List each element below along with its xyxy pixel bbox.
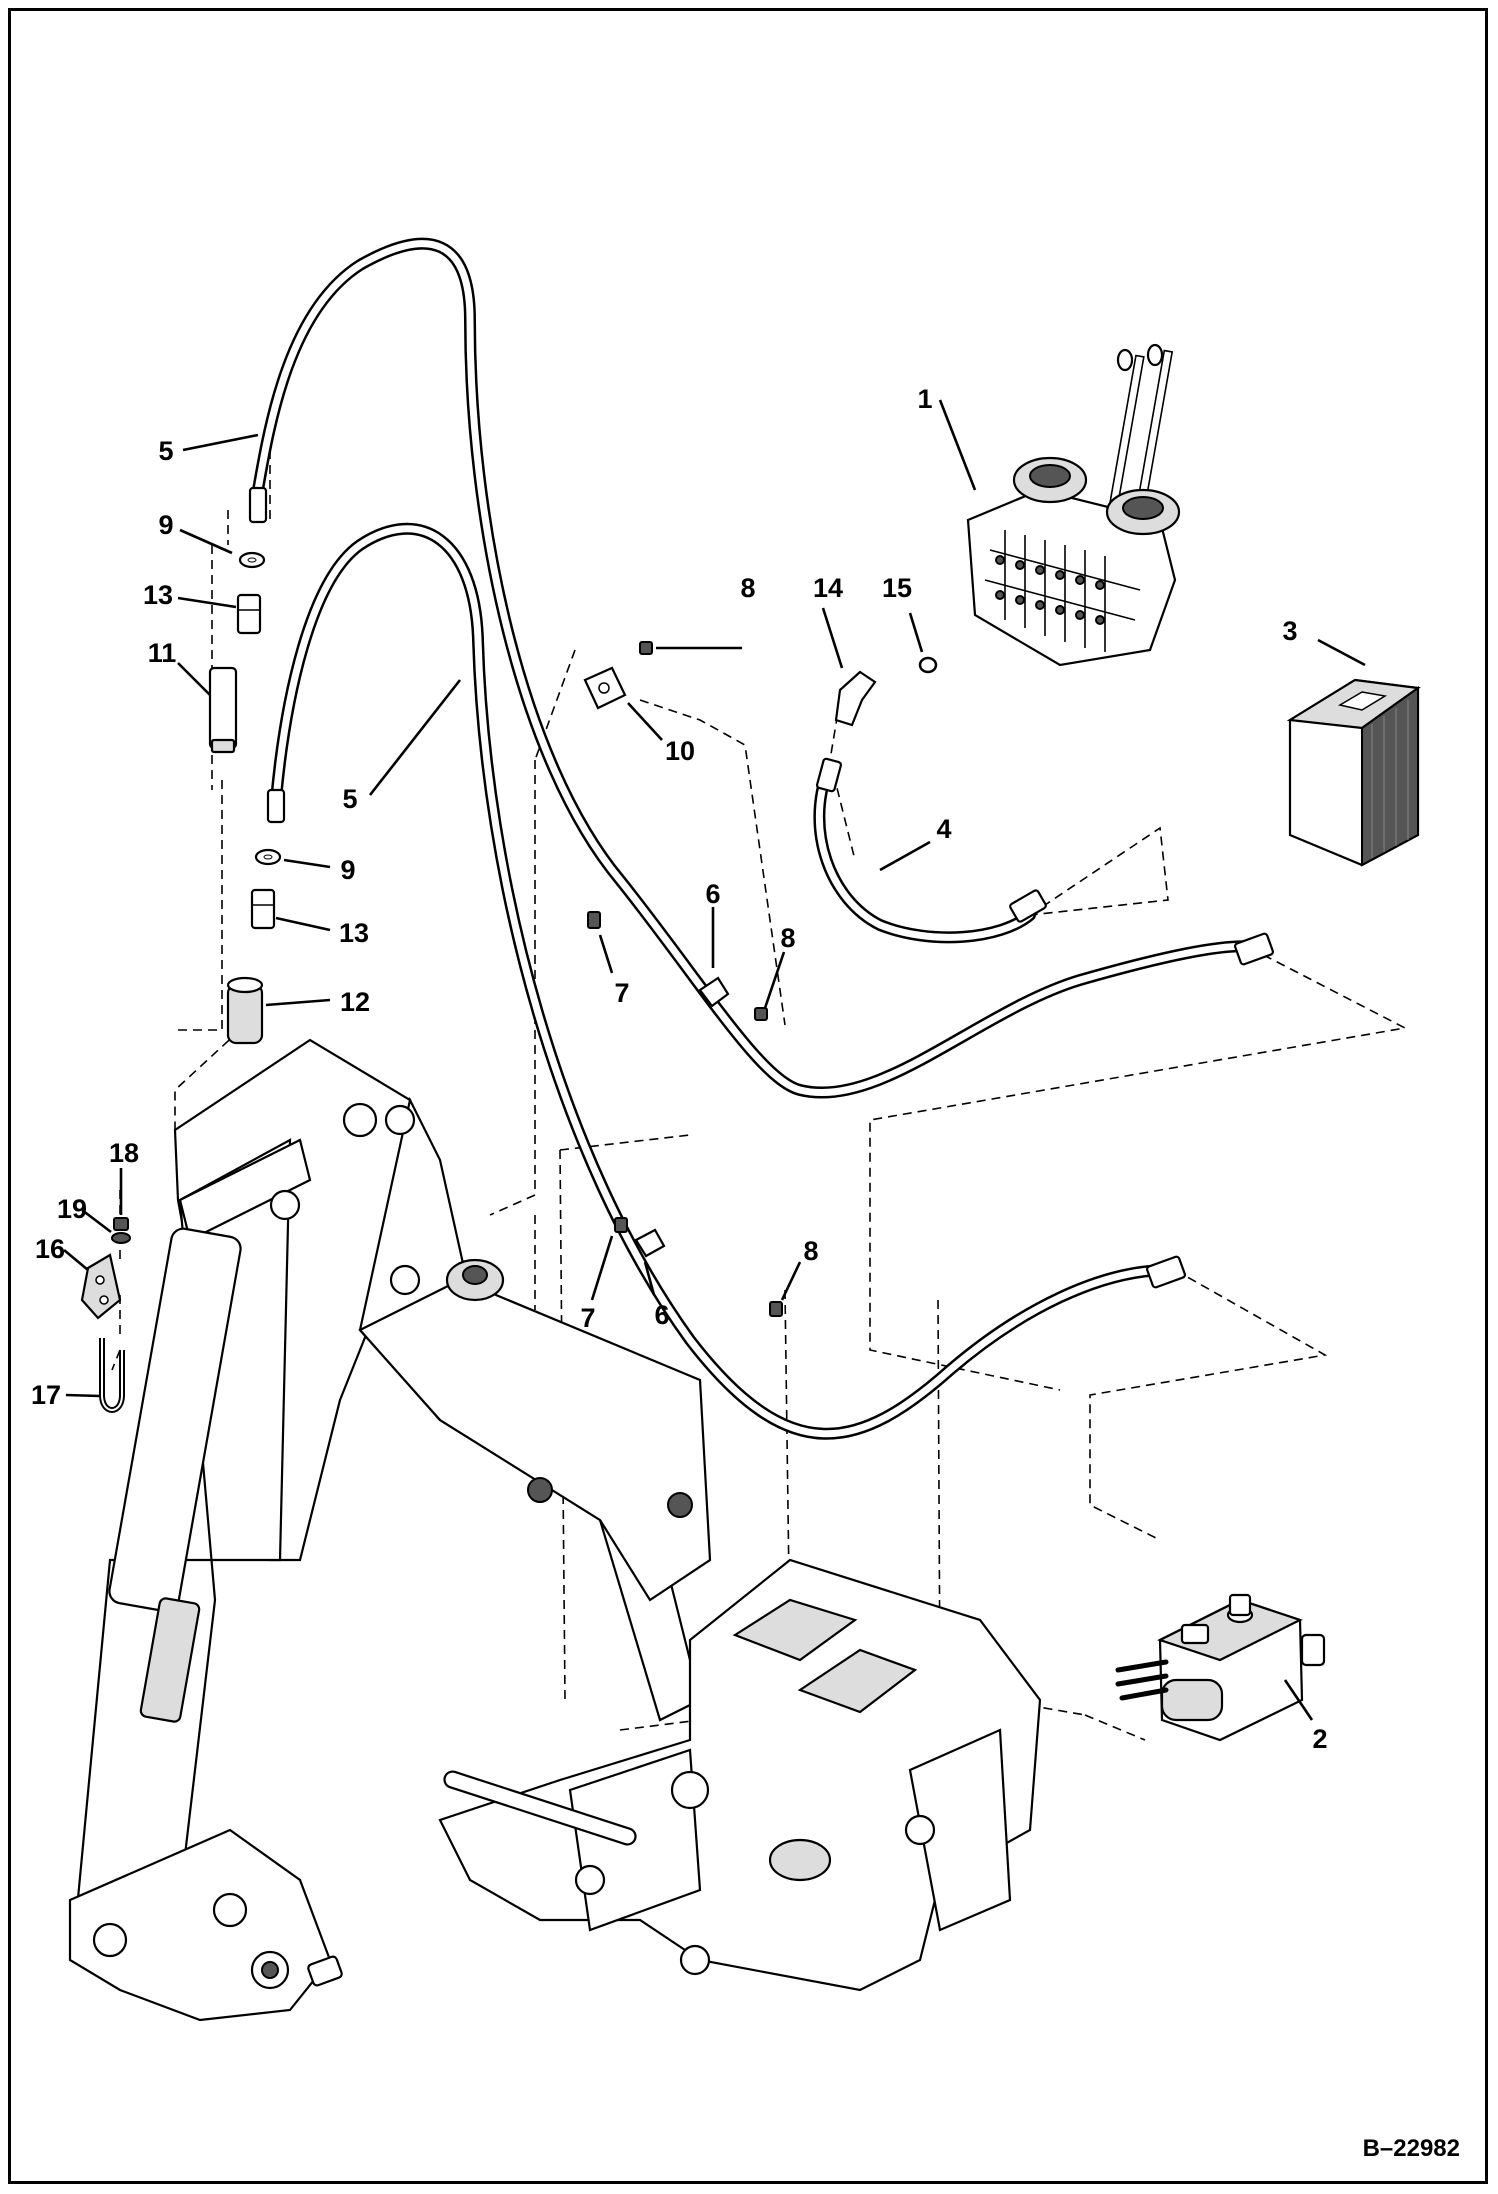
callout-3: 3 [1282, 616, 1297, 646]
bolt-7-upper [587, 911, 601, 929]
callout-5-upper: 5 [158, 436, 173, 466]
figure-reference-code: B–22982 [1363, 2135, 1460, 2162]
callout-2: 2 [1312, 1724, 1327, 1754]
callout-19: 19 [57, 1194, 87, 1224]
boom-assembly [73, 1038, 712, 1962]
callout-9-lower: 9 [340, 855, 355, 885]
coupler-12 [226, 976, 264, 1045]
callout-8-top: 8 [740, 573, 755, 603]
leader-lines [63, 399, 1366, 1721]
clamp-10 [583, 666, 627, 710]
o-ring-15 [918, 656, 938, 674]
callout-8-middle: 8 [780, 923, 795, 953]
callout-10: 10 [665, 736, 695, 766]
callout-14: 14 [813, 573, 843, 603]
callout-9-upper: 9 [158, 510, 173, 540]
callout-13-upper: 13 [143, 580, 173, 610]
washer-19 [111, 1232, 131, 1244]
u-bolt-17 [99, 1338, 125, 1413]
bolt-7-lower [614, 1217, 628, 1233]
callout-15: 15 [882, 573, 912, 603]
callout-4: 4 [936, 814, 951, 844]
callout-11: 11 [148, 638, 177, 668]
hose-end-fittings [248, 486, 1274, 1289]
washer-9-upper [238, 551, 266, 569]
boom-foot [68, 1828, 343, 2022]
hose-4 [813, 764, 1036, 944]
adapter-13-lower [250, 888, 276, 930]
callout-7-upper: 7 [614, 978, 629, 1008]
coupler-11 [208, 666, 238, 754]
adapter-13-upper [236, 593, 262, 635]
callout-12: 12 [340, 987, 370, 1017]
clamp-6-lower [634, 1228, 666, 1258]
washer-9-lower [254, 848, 282, 866]
callout-17: 17 [31, 1380, 61, 1410]
hose-5-lower [270, 522, 1174, 1440]
callout-6-lower: 6 [654, 1300, 669, 1330]
callout-13-lower: 13 [339, 918, 369, 948]
swing-frame [438, 1558, 1042, 1992]
callout-8-lower: 8 [803, 1236, 818, 1266]
solenoid-valve-2 [1115, 1593, 1326, 1742]
callout-1: 1 [917, 384, 932, 414]
callout-7-lower: 7 [580, 1303, 595, 1333]
nut-8-top [639, 641, 653, 655]
clamp-6-upper [698, 976, 730, 1008]
nut-8-lower [769, 1301, 783, 1317]
nut-18 [113, 1217, 129, 1231]
callout-5-lower: 5 [342, 784, 357, 814]
callout-18: 18 [109, 1138, 139, 1168]
hose-5-upper [252, 237, 1268, 1099]
elbow-14 [834, 670, 877, 727]
nut-8-middle [754, 1007, 768, 1021]
callout-16: 16 [35, 1234, 65, 1264]
callout-6-upper: 6 [705, 879, 720, 909]
hydraulic-valve-1 [966, 343, 1181, 667]
decal-box-3 [1286, 678, 1421, 867]
bracket-16 [80, 1253, 122, 1320]
